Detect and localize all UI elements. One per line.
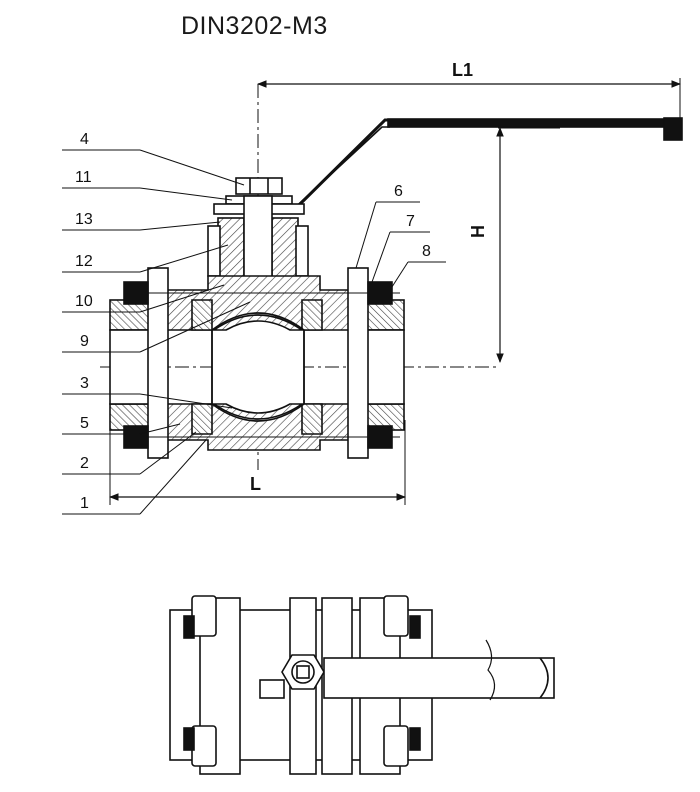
drawing-title: DIN3202-M3 [181,12,328,40]
handle-grip [387,118,681,128]
section-view [62,78,683,515]
seat-bottom-right [301,403,323,435]
handle-end [663,117,683,141]
callouts-left: 4 11 13 12 10 9 3 5 2 1 [75,131,93,512]
callout-2: 2 [80,455,89,472]
top-bolt-br [383,725,409,767]
callouts-right: 6 7 8 [394,183,431,260]
top-view [169,595,555,775]
handle-arm [290,118,680,214]
leader-lines-left [62,149,251,515]
dim-l-label: L [250,474,261,494]
dim-l1-label: L1 [452,60,473,80]
callout-6: 6 [394,183,403,200]
callout-12: 12 [75,253,93,270]
handle-arm-lower [287,126,390,215]
callout-13: 13 [75,211,93,228]
stem-nut [235,177,283,195]
top-bolt-bl [191,725,217,767]
top-stop [259,679,285,699]
top-nut-tr [409,615,421,639]
callout-3: 3 [80,375,89,392]
seat-bottom-left [191,403,213,435]
top-bolt-tr [383,595,409,637]
seat-top-right [301,299,323,331]
gland-flange-right [295,225,309,277]
top-handle-break [485,639,496,701]
callout-5: 5 [80,415,89,432]
callout-1: 1 [80,495,89,512]
top-nut-tl [183,615,195,639]
callout-8: 8 [422,243,431,260]
callout-11: 11 [75,169,92,186]
top-nut-bl [183,727,195,751]
top-handle [323,657,555,699]
flange-right [347,267,369,459]
top-bolt-tl [191,595,217,637]
leader-lines-right [355,201,446,291]
callout-10: 10 [75,293,93,310]
callout-9: 9 [80,333,89,350]
seat-top-left [191,299,213,331]
top-nut-br [409,727,421,751]
callout-4: 4 [80,131,89,148]
callout-7: 7 [406,213,415,230]
flange-left [147,267,169,459]
dim-h-label: H [468,225,488,238]
